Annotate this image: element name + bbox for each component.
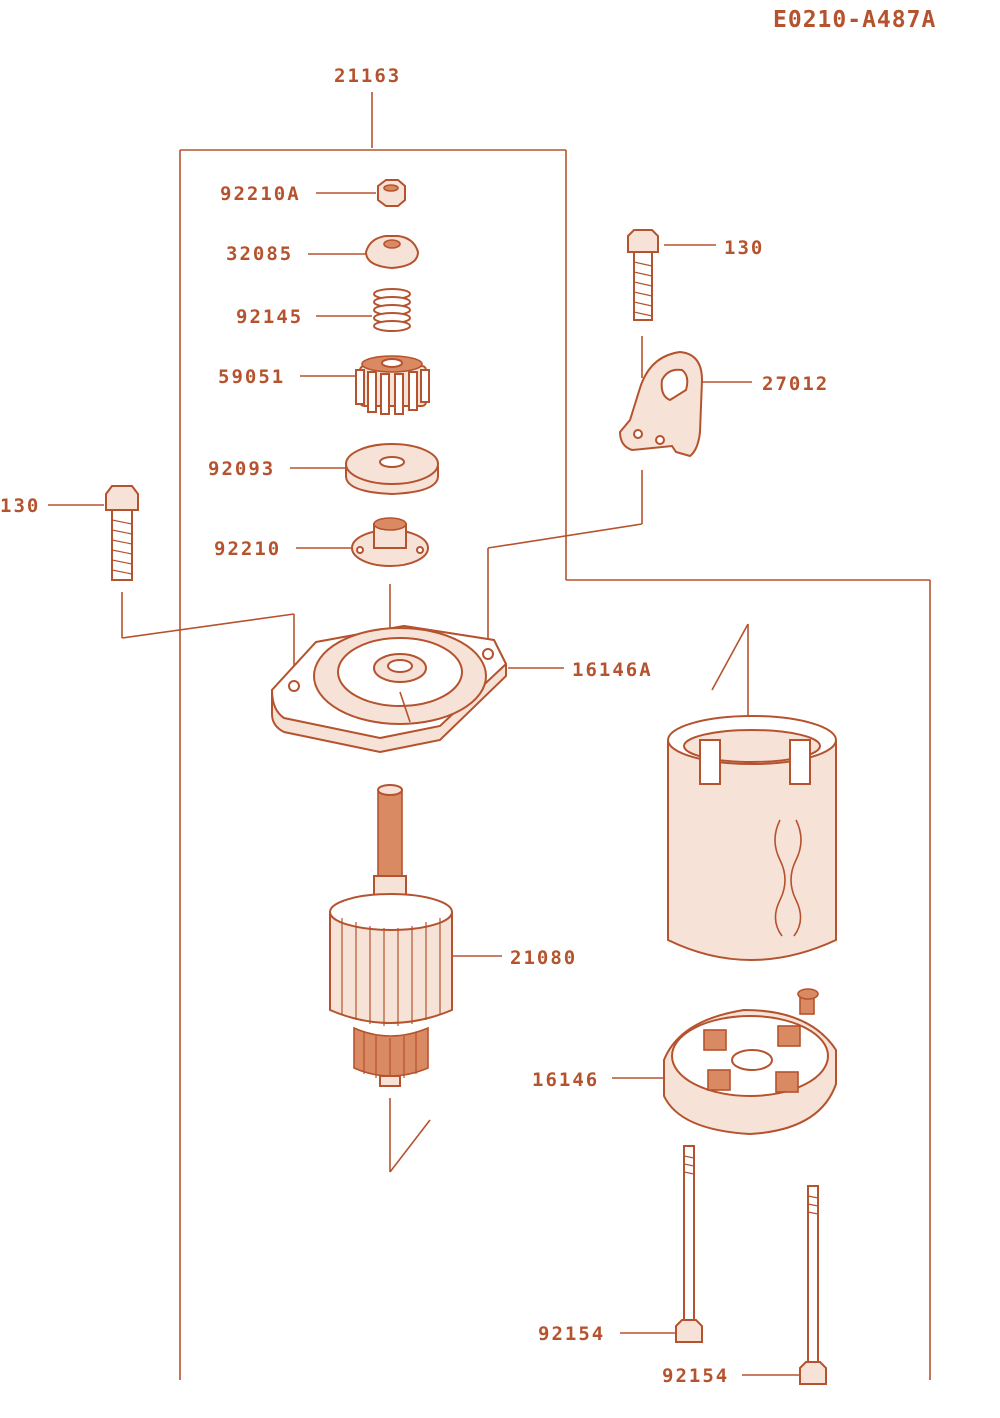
part-pinion-gear-59051: 59051 — [218, 355, 430, 415]
part-spring-92145: 92145 — [236, 288, 411, 332]
spring-icon — [373, 288, 411, 332]
part-washer-92093: 92093 — [208, 443, 439, 496]
collar-icon — [364, 235, 420, 270]
part-screw-130-right: 130 — [627, 229, 764, 378]
assembly-bracket: 21163 — [179, 65, 931, 1380]
label-92154-a: 92154 — [538, 1323, 605, 1345]
part-nut-92210A: 92210A — [220, 179, 406, 207]
part-rear-cover-16146: 16146 — [532, 988, 837, 1136]
gear-icon — [355, 355, 430, 415]
bushing-icon — [351, 517, 429, 567]
bolt-icon — [675, 1145, 703, 1343]
label-21080: 21080 — [510, 947, 577, 969]
brush-holder-icon — [663, 988, 837, 1136]
label-130-left: 130 — [0, 495, 40, 517]
label-21163: 21163 — [334, 65, 401, 87]
screw-icon — [105, 485, 139, 581]
part-bracket-27012: 27012 — [487, 350, 829, 652]
part-through-bolt-1-92154: 92154 — [538, 1145, 703, 1345]
nut-icon — [377, 179, 406, 207]
part-through-bolt-2-92154: 92154 — [662, 1185, 827, 1387]
part-yoke-housing — [667, 623, 837, 961]
bracket-icon — [618, 350, 704, 458]
yoke-seam — [774, 819, 786, 937]
label-92210: 92210 — [214, 538, 281, 560]
label-59051: 59051 — [218, 366, 285, 388]
label-16146A: 16146A — [572, 659, 653, 681]
part-front-cover-16146A: 16146A — [270, 624, 653, 754]
cover-plate-icon — [270, 624, 508, 754]
part-collar-32085: 32085 — [226, 235, 420, 270]
armature-icon — [329, 784, 453, 1087]
label-92093: 92093 — [208, 458, 275, 480]
label-92154-b: 92154 — [662, 1365, 729, 1387]
screw-icon — [627, 229, 659, 321]
part-bushing-plate-92210: 92210 — [214, 517, 429, 567]
part-screw-130-left: 130 — [0, 485, 295, 676]
label-130-right: 130 — [724, 237, 764, 259]
label-27012: 27012 — [762, 373, 829, 395]
bolt-icon — [799, 1185, 827, 1385]
diagram-code: E0210-A487A — [773, 7, 936, 33]
label-16146: 16146 — [532, 1069, 599, 1091]
label-92145: 92145 — [236, 306, 303, 328]
washer-icon — [345, 443, 439, 496]
label-92210A: 92210A — [220, 183, 301, 205]
part-armature-21080: 21080 — [329, 784, 577, 1173]
label-32085: 32085 — [226, 243, 293, 265]
